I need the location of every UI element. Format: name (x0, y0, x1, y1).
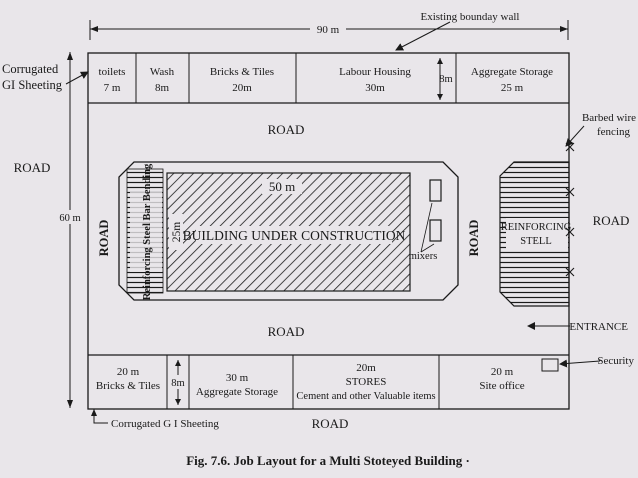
corrugated-top-label-1: Corrugated (2, 62, 59, 76)
bottom-stores-name: STORES (346, 376, 387, 388)
top-bricks-dim: 20m (232, 82, 252, 94)
top-aggregate-name: Aggregate Storage (471, 66, 553, 78)
road-top-label: ROAD (268, 122, 305, 137)
entrance-label: ENTRANCE (569, 321, 628, 333)
bottom-gap-dim: 8m (171, 378, 184, 389)
bottom-bricks-name: Bricks & Tiles (96, 380, 160, 392)
reinforcing-right-label-2: STELL (520, 236, 552, 247)
top-gap-dim: 8m (439, 74, 452, 85)
road-right-label: ROAD (593, 213, 630, 228)
road-vertical-left-label: ROAD (97, 220, 111, 257)
top-labour-name: Labour Housing (339, 66, 411, 78)
road-bottom-label: ROAD (312, 416, 349, 431)
mixers-label: mixers (409, 251, 438, 262)
bottom-row: 20 m Bricks & Tiles 8m 30 m Aggregate St… (88, 354, 569, 409)
top-labour-dim: 30m (365, 82, 385, 94)
building-label: BUILDING UNDER CONSTRUCTION (183, 228, 406, 243)
security-label: Security (597, 355, 634, 367)
top-dimension: 90 m (89, 20, 569, 40)
top-dimension-label: 90 m (317, 24, 340, 36)
road-vertical-right-label: ROAD (467, 220, 481, 257)
corrugated-top-label-2: GI Sheeting (2, 78, 63, 92)
barbed-wire-label-2: fencing (597, 126, 630, 138)
bottom-office-dim: 20 m (491, 366, 514, 378)
top-wash-name: Wash (150, 66, 175, 78)
reinforcing-left-label: Reinforcing Steel Bar Bending (142, 163, 153, 300)
bottom-aggregate-name: Aggregate Storage (196, 386, 278, 398)
road-left-label: ROAD (14, 160, 51, 175)
top-toilets-name: toilets (99, 66, 126, 78)
left-dimension-label: 60 m (59, 213, 80, 224)
bottom-stores-sub: Cement and other Valuable items (296, 391, 435, 402)
barbed-wire-label-1: Barbed wire (582, 112, 636, 124)
top-aggregate-dim: 25 m (501, 82, 524, 94)
barbed-wire-fence (565, 142, 575, 277)
reinforcing-right-block (499, 161, 570, 307)
reinforcing-right-label-1: REINFORCING (501, 222, 572, 233)
mixer-2 (429, 219, 442, 242)
corrugated-bottom-label: Corrugated G I Sheeting (111, 418, 219, 430)
bottom-stores-dim: 20m (356, 362, 376, 374)
road-mid-label: ROAD (268, 324, 305, 339)
top-row: toilets 7 m Wash 8m Bricks & Tiles 20m L… (88, 53, 569, 104)
building-width-label: 25m (171, 222, 183, 243)
mixer-1 (429, 179, 442, 202)
bottom-aggregate-dim: 30 m (226, 372, 249, 384)
building-length-label: 50 m (269, 179, 295, 194)
bottom-office-name: Site office (479, 380, 524, 392)
top-wash-dim: 8m (155, 82, 170, 94)
top-bricks-name: Bricks & Tiles (210, 66, 274, 78)
boundary-wall-label: Existing bounday wall (421, 11, 520, 23)
security-booth (541, 358, 559, 372)
bottom-bricks-dim: 20 m (117, 366, 140, 378)
top-toilets-dim: 7 m (104, 82, 121, 94)
figure-caption: Fig. 7.6. Job Layout for a Multi Stoteye… (186, 453, 470, 468)
left-dimension: 60 m (59, 52, 82, 408)
